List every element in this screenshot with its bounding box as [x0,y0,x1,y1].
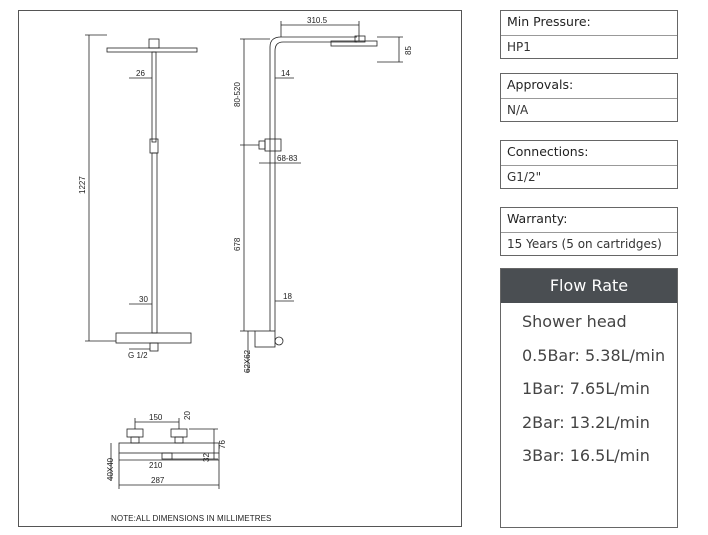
inlet [149,342,159,352]
height-total-label: 76 [218,440,227,449]
valve-body-front [115,332,192,344]
tube-bottom-label: 18 [283,292,292,301]
spec-value: HP1 [501,35,677,58]
side-view: 310.5 85 80-520 14 68-83 678 18 62X62 [233,16,413,373]
handle-right [170,428,188,438]
front-bottom-label: 30 [139,295,148,304]
tube-top-label: 14 [281,69,290,78]
list-item: Shower head [522,312,627,331]
body-width-label: 210 [149,461,163,470]
spec-warranty: Warranty: 15 Years (5 on cartridges) [500,207,678,256]
front-top-label: 26 [136,69,145,78]
handle-left [126,428,144,438]
flow-rate-list: Shower head 0.5Bar: 5.38L/min 1Bar: 7.65… [501,303,677,475]
list-item: 1Bar: 7.65L/min [522,379,650,398]
front-height-label: 1227 [78,176,87,194]
flow-rate-panel: Flow Rate Shower head 0.5Bar: 5.38L/min … [500,268,678,528]
arm-length-label: 310.5 [307,16,328,25]
spec-value: 15 Years (5 on cartridges) [501,232,677,255]
front-view: 1227 26 30 G 1/2 [78,34,198,360]
head-height-label: 85 [404,46,413,55]
drawing-svg: 1227 26 30 G 1/2 310.5 85 [78,16,413,489]
section-label: 40X40 [106,457,115,481]
list-item: 3Bar: 16.5L/min [522,446,650,465]
valve-body-top [118,442,220,454]
body-height-label: 32 [202,453,211,462]
technical-drawing: 1227 26 30 G 1/2 310.5 85 [18,10,462,527]
shower-arm [269,36,357,331]
spec-connections: Connections: G1/2" [500,140,678,189]
list-item: 0.5Bar: 5.38L/min [522,345,666,365]
handle-height-label: 20 [183,411,192,420]
tube-joint [149,138,159,154]
shower-head-side [330,40,378,47]
upper-tube [151,51,157,143]
spec-value: G1/2" [501,165,677,188]
shower-head-front [106,47,198,53]
dimension-note: NOTE:ALL DIMENSIONS IN MILLIMETRES [111,514,272,523]
spec-title: Min Pressure: [507,14,591,29]
spec-title: Approvals: [507,77,574,92]
lower-tube [151,152,158,334]
flow-rate-title: Flow Rate [501,269,677,303]
spec-title: Warranty: [507,211,568,226]
centres-label: 150 [149,413,163,422]
spec-approvals: Approvals: N/A [500,73,678,122]
rail-length-label: 678 [233,237,242,251]
holder-range-label: 68-83 [277,154,298,163]
bottom-view: 150 20 76 32 210 287 40X40 [106,411,227,489]
arm-range-label: 80-520 [233,82,242,107]
spec-title: Connections: [507,144,589,159]
list-item: 2Bar: 13.2L/min [522,412,650,432]
connection-label: G 1/2 [128,351,148,360]
spec-value: N/A [501,98,677,121]
overall-width-label: 287 [151,476,165,485]
holder [264,138,282,152]
head-connector [148,38,160,49]
spec-min-pressure: Min Pressure: HP1 [500,10,678,59]
valve-side [254,330,276,348]
valve-size-label: 62X62 [243,349,252,373]
